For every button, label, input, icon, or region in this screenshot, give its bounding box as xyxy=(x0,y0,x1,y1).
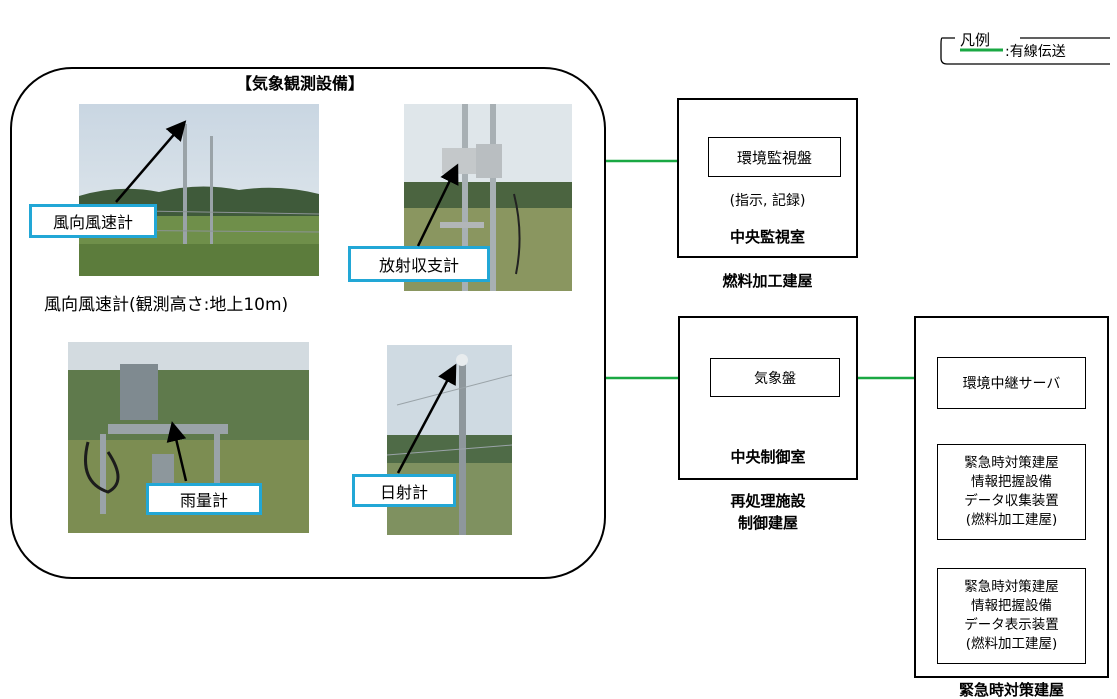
callout-radiation-meter: 放射収支計 xyxy=(348,246,490,282)
callout-rain-gauge: 雨量計 xyxy=(146,483,262,515)
legend-title: 凡例 xyxy=(960,31,991,49)
legend-item-label: :有線伝送 xyxy=(1005,44,1066,60)
data-display-device: 緊急時対策建屋 情報把握設備 データ表示装置 (燃料加工建屋) xyxy=(937,568,1086,664)
display-line4: (燃料加工建屋) xyxy=(965,636,1058,652)
central-control-room-box xyxy=(678,316,858,480)
display-line1: 緊急時対策建屋 xyxy=(964,579,1059,595)
central-monitoring-room-box xyxy=(677,98,858,258)
central-monitoring-room-label: 中央監視室 xyxy=(729,228,805,246)
callout-sunshine-meter: 日射計 xyxy=(352,474,456,507)
arrow-sunshine-meter xyxy=(396,363,457,474)
fuel-processing-building-label: 燃料加工建屋 xyxy=(722,272,813,290)
emergency-building-label: 緊急時対策建屋 xyxy=(958,681,1064,699)
anemometer-caption: 風向風速計(観測高さ:地上10m) xyxy=(44,295,289,315)
reprocessing-building-line2: 制御建屋 xyxy=(737,514,798,532)
data-collection-device: 緊急時対策建屋 情報把握設備 データ収集装置 (燃料加工建屋) xyxy=(937,444,1086,540)
collector-line3: データ収集装置 xyxy=(964,493,1059,509)
central-control-room-label: 中央制御室 xyxy=(730,448,806,466)
monitor-panel-note: (指示, 記録) xyxy=(729,193,806,209)
collector-line1: 緊急時対策建屋 xyxy=(964,455,1059,471)
callout-anemometer: 風向風速計 xyxy=(29,204,157,238)
rain-gauge-photo xyxy=(68,342,309,533)
collector-line2: 情報把握設備 xyxy=(971,474,1052,490)
arrow-rain-gauge xyxy=(166,421,188,482)
display-line3: データ表示装置 xyxy=(964,617,1059,633)
weather-equipment-frame xyxy=(10,67,606,579)
arrow-anemometer xyxy=(115,120,187,203)
reprocessing-building-line1: 再処理施設 xyxy=(730,492,806,510)
arrow-radiation-meter xyxy=(416,163,459,247)
display-line2: 情報把握設備 xyxy=(971,598,1052,614)
collector-line4: (燃料加工建屋) xyxy=(965,512,1058,528)
environment-monitor-panel: 環境監視盤 xyxy=(708,137,841,177)
relay-server: 環境中継サーバ xyxy=(937,357,1086,409)
weather-panel: 気象盤 xyxy=(710,358,840,397)
equipment-title: 【気象観測設備】 xyxy=(235,74,364,93)
